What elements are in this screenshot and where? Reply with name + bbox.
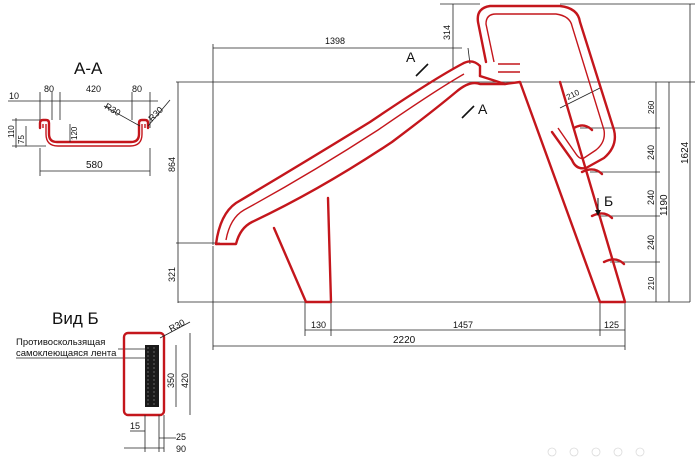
section-mark-top-line	[415, 63, 429, 77]
dim-240-a: 240	[646, 145, 656, 160]
step-3	[590, 212, 614, 220]
dim-80-left: 80	[44, 84, 54, 94]
dim-1457: 1457	[453, 320, 473, 330]
tape-label-line2: самоклеющаяся лента	[16, 348, 117, 359]
watermark-dot	[613, 447, 623, 457]
watermark-dot	[547, 447, 557, 457]
dim-1190: 1190	[659, 194, 670, 216]
ladder-frame	[478, 74, 627, 304]
view-b: Вид Б Противоскользящая самоклеющаяся ле…	[16, 309, 191, 454]
radius-leader-right	[147, 99, 171, 127]
dim-80-right: 80	[132, 84, 142, 94]
slide-chute-bottom-edge	[214, 81, 507, 246]
tape-label-line1: Противоскользящая	[16, 337, 105, 348]
dim-321: 321	[167, 267, 177, 282]
dim-125: 125	[604, 320, 619, 330]
dim-580: 580	[86, 160, 103, 171]
dim-10: 10	[9, 91, 19, 101]
dim-210-rail: 210	[565, 88, 581, 102]
dim-25: 25	[176, 432, 186, 442]
dim-110: 110	[7, 125, 16, 138]
radius-left: R30	[103, 101, 122, 118]
dim-350: 350	[166, 373, 176, 388]
main-view: 1398 864 321 314 2220 130 1457 125 1624 …	[167, 3, 695, 350]
dim-260: 260	[647, 100, 656, 114]
dim-2220: 2220	[393, 335, 416, 346]
dim-75: 75	[17, 135, 26, 144]
section-aa-profile-inner	[42, 124, 146, 147]
radius-leader-left	[103, 105, 141, 127]
radius-leader	[159, 321, 191, 339]
step-2	[580, 168, 604, 176]
section-mark-bottom-line	[461, 105, 475, 119]
view-b-title: Вид Б	[52, 309, 99, 328]
dim-90: 90	[176, 444, 186, 454]
watermark-dot	[635, 447, 645, 457]
dim-15: 15	[130, 421, 140, 431]
radius-right: R30	[146, 105, 165, 124]
section-mark-top: А	[406, 49, 416, 65]
step-outline	[122, 331, 166, 417]
support-leg	[272, 196, 333, 304]
section-aa-title: А-А	[74, 59, 103, 78]
dim-240-c: 240	[646, 235, 656, 250]
dim-1624: 1624	[680, 141, 691, 164]
dim-120: 120	[70, 126, 79, 140]
watermark-dot	[591, 447, 601, 457]
dim-210-bottom: 210	[647, 276, 656, 290]
view-b-arrow-head	[595, 210, 601, 216]
dim-864: 864	[167, 157, 177, 172]
dim-420: 420	[180, 373, 190, 388]
section-aa-profile	[38, 118, 150, 144]
dim-130: 130	[311, 320, 326, 330]
dim-240-b: 240	[646, 190, 656, 205]
step-1	[572, 124, 594, 132]
dim-314: 314	[442, 25, 452, 40]
view-b-radius: R30	[167, 317, 186, 334]
dim-420: 420	[86, 84, 101, 94]
handrail-inner	[485, 13, 606, 160]
anti-slip-tape	[145, 345, 159, 407]
watermark-dot	[569, 447, 579, 457]
handrail-outer	[476, 4, 617, 170]
section-aa: А-А 10 80 420 80 110 75 120 R30 R30 580	[7, 59, 171, 176]
view-mark: Б	[604, 193, 613, 209]
slide-chute-inner-rim	[225, 73, 465, 241]
slide-chute-top-edge	[214, 60, 482, 246]
dim-1398: 1398	[325, 36, 345, 46]
step-4	[602, 258, 626, 266]
watermark-dots	[547, 447, 645, 457]
section-mark-bottom: А	[478, 101, 488, 117]
